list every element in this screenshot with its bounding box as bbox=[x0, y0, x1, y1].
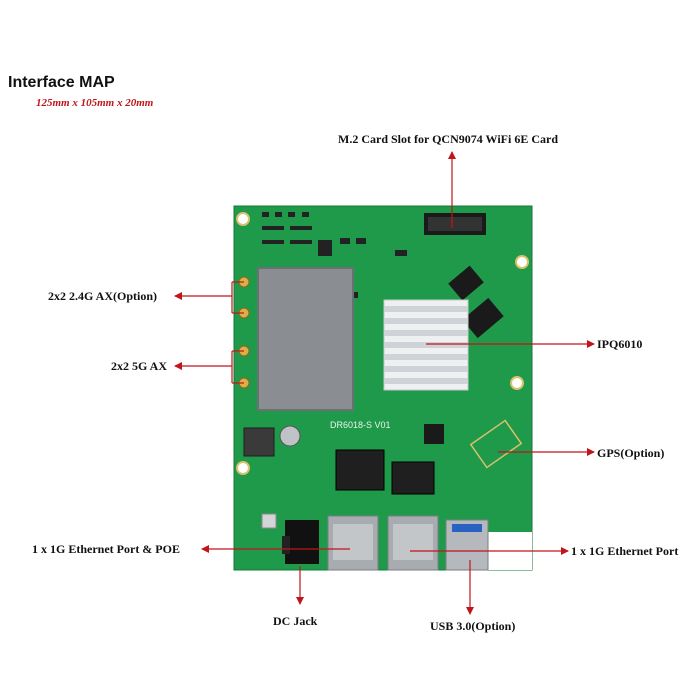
label-eth-poe: 1 x 1G Ethernet Port & POE bbox=[32, 542, 180, 556]
label-eth: 1 x 1G Ethernet Port bbox=[571, 544, 679, 558]
heatsink bbox=[383, 299, 469, 391]
m2-card-slot bbox=[424, 213, 486, 235]
label-gps: GPS(Option) bbox=[597, 446, 665, 460]
mounting-holes bbox=[236, 212, 529, 475]
callout-arrows bbox=[174, 151, 595, 615]
label-ipq: IPQ6010 bbox=[597, 337, 643, 351]
memory-chips bbox=[448, 265, 504, 339]
ethernet-phy-chip-2 bbox=[391, 461, 435, 495]
dc-jack bbox=[282, 520, 319, 564]
board-dimensions: 125mm x 105mm x 20mm bbox=[36, 97, 154, 109]
board-model-silkscreen: DR6018-S V01 bbox=[330, 420, 391, 430]
switch-component bbox=[261, 513, 277, 529]
electrolytic-capacitor bbox=[279, 425, 301, 447]
smd-components bbox=[262, 212, 407, 298]
page-title: Interface MAP bbox=[8, 74, 115, 91]
label-dc-jack: DC Jack bbox=[273, 614, 318, 628]
label-ax-5g: 2x2 5G AX bbox=[111, 359, 168, 373]
small-ic bbox=[424, 424, 444, 444]
ethernet-phy-chip bbox=[335, 449, 385, 491]
label-usb: USB 3.0(Option) bbox=[430, 619, 516, 633]
radio-shield-can bbox=[257, 267, 354, 411]
gps-footprint bbox=[469, 419, 523, 469]
power-inductor bbox=[243, 427, 275, 457]
label-m2-slot: M.2 Card Slot for QCN9074 WiFi 6E Card bbox=[338, 132, 559, 146]
label-ax-24g: 2x2 2.4G AX(Option) bbox=[48, 289, 158, 303]
ethernet-port-poe bbox=[327, 515, 379, 571]
ethernet-port bbox=[387, 515, 439, 571]
usb-port bbox=[445, 519, 489, 571]
